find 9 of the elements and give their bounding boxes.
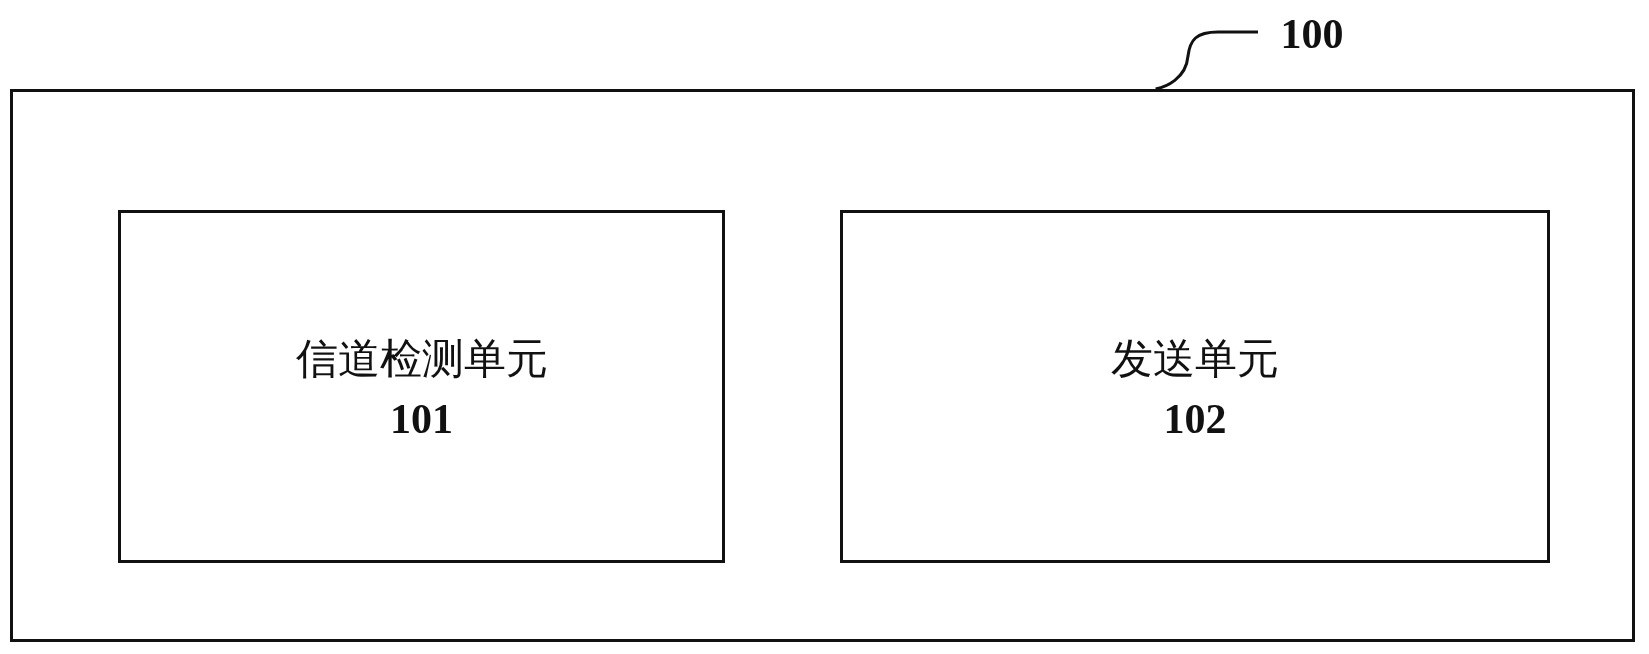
reference-number: 100 xyxy=(1280,13,1344,55)
leader-line xyxy=(1155,30,1258,91)
unit-name: 发送单元 xyxy=(1111,332,1279,385)
unit-box xyxy=(840,210,1550,563)
unit-box xyxy=(118,210,725,563)
outer-frame-box xyxy=(10,89,1635,642)
reference-number: 102 xyxy=(1163,394,1227,443)
reference-number: 101 xyxy=(390,394,453,443)
unit-name: 信道检测单元 xyxy=(295,332,548,385)
